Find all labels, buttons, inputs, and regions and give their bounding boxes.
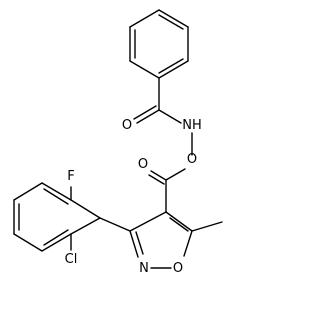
ester-carbonyl (148, 170, 167, 213)
chemical-structure: O NH O O F Cl N O (13, 9, 223, 276)
chlorine-label: Cl (65, 252, 78, 267)
ring-n-label: N (139, 261, 149, 276)
isoxazole-ring (129, 211, 223, 269)
benzoyl-amide-linker (133, 77, 193, 181)
benzoyl-phenyl-ring (129, 9, 189, 79)
chlorofluorophenyl-ring (13, 182, 131, 252)
oxy-o-label: O (187, 152, 197, 167)
fluorine-label: F (67, 169, 74, 184)
carbonyl-o-benzoyl-label: O (122, 118, 132, 133)
nh-label: NH (182, 118, 202, 133)
carbonyl-o-ester-label: O (138, 157, 148, 172)
ring-o-label: O (173, 261, 183, 276)
